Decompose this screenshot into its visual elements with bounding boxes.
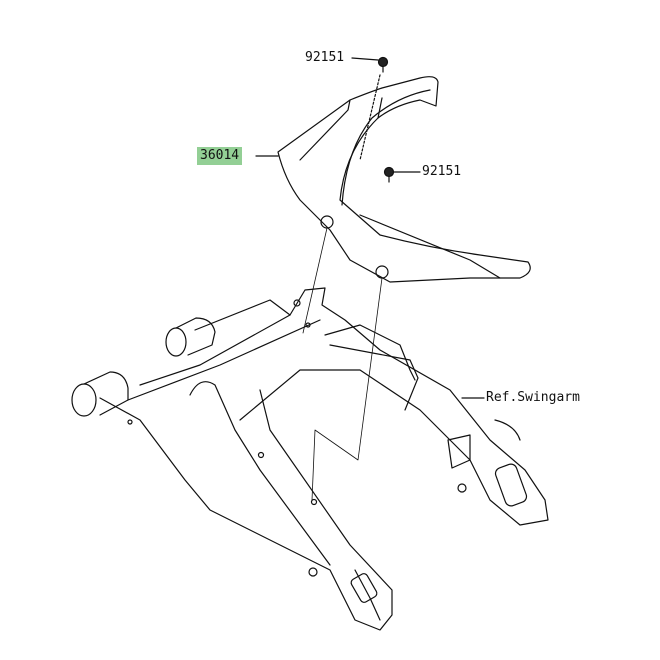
part-number-36014[interactable]: 36014 bbox=[197, 147, 243, 165]
bolt-icon bbox=[377, 56, 389, 73]
bolt-icon bbox=[383, 166, 395, 183]
chain-guard-drawing[interactable] bbox=[277, 76, 531, 283]
part-number-92151-right[interactable]: 92151 bbox=[422, 164, 462, 179]
swingarm-drawing bbox=[71, 287, 549, 631]
part-number-92151-top[interactable]: 92151 bbox=[305, 50, 345, 65]
swingarm-reference-label: Ref.Swingarm bbox=[486, 390, 580, 405]
collar-icon bbox=[375, 265, 389, 279]
